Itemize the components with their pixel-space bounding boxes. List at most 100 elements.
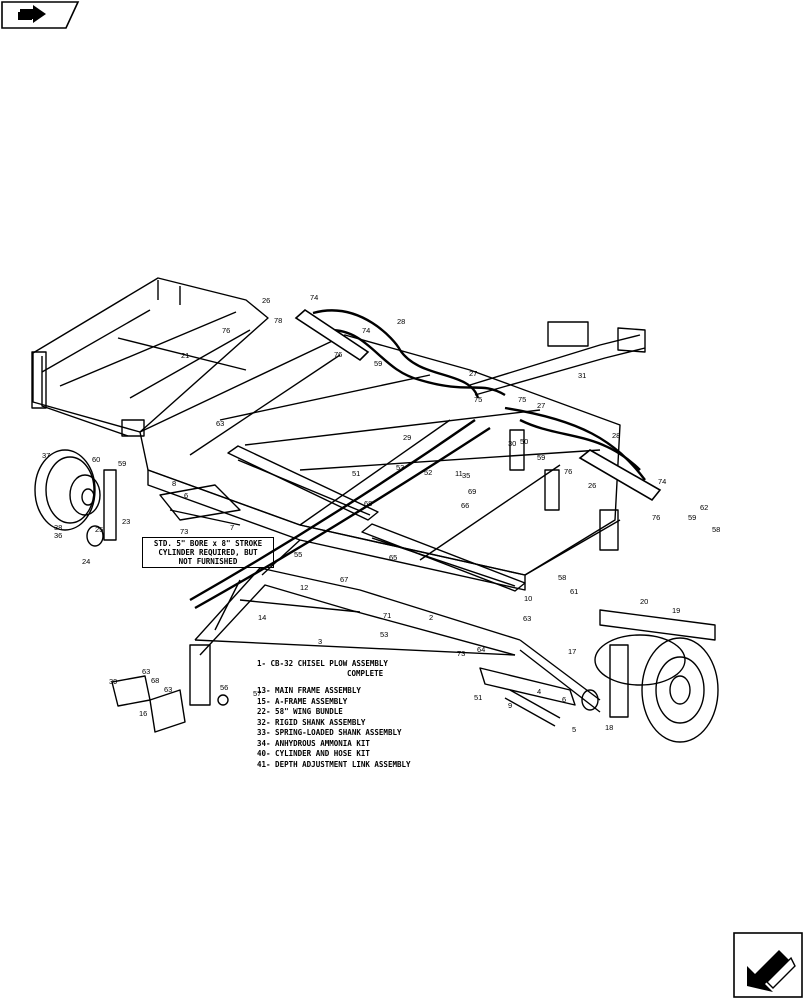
callout-76: 76 xyxy=(222,326,230,335)
callout-18: 18 xyxy=(605,723,613,732)
callout-53: 53 xyxy=(380,630,388,639)
callout-26: 26 xyxy=(262,296,270,305)
callout-35: 35 xyxy=(462,471,470,480)
callout-74: 74 xyxy=(310,293,318,302)
callout-6: 6 xyxy=(184,491,188,500)
legend-item: 22- 58" WING BUNDLE xyxy=(257,707,343,716)
callout-28: 28 xyxy=(397,317,405,326)
callout-27: 27 xyxy=(537,401,545,410)
callout-36: 36 xyxy=(54,531,62,540)
a-frame-hitch xyxy=(189,539,521,706)
callout-63: 63 xyxy=(523,614,531,623)
callout-55: 55 xyxy=(294,550,302,559)
callout-58: 58 xyxy=(712,525,720,534)
callout-59: 59 xyxy=(374,359,382,368)
callout-21: 21 xyxy=(181,351,189,360)
callout-6: 6 xyxy=(562,695,566,704)
callout-58: 58 xyxy=(558,573,566,582)
legend-title-line-1: 1- CB-32 CHISEL PLOW ASSEMBLY xyxy=(257,659,388,668)
callout-75: 75 xyxy=(474,395,482,404)
callout-26: 26 xyxy=(588,481,596,490)
hydraulic-hoses xyxy=(189,309,646,610)
callout-2: 2 xyxy=(429,613,433,622)
callout-66: 66 xyxy=(461,501,469,510)
callout-67: 67 xyxy=(340,575,348,584)
callout-74: 74 xyxy=(658,477,666,486)
legend-item: 32- RIGID SHANK ASSEMBLY xyxy=(257,717,366,727)
note-line-1: STD. 5" BORE x 8" STROKE xyxy=(153,539,263,548)
callout-59: 59 xyxy=(118,459,126,468)
callout-29: 29 xyxy=(403,433,411,442)
hitch-clevis-parts xyxy=(111,675,229,733)
callout-37: 37 xyxy=(42,451,50,460)
left-gauge-wheel xyxy=(34,449,117,547)
callout-19: 19 xyxy=(672,606,680,615)
next-page-button[interactable] xyxy=(733,932,803,998)
callout-61: 61 xyxy=(570,587,578,596)
hydraulic-cylinders xyxy=(294,308,662,502)
arrow-down-left-icon xyxy=(733,932,803,998)
assembly-legend-title: 1- CB-32 CHISEL PLOW ASSEMBLY COMPLETE xyxy=(257,659,467,679)
callout-20: 20 xyxy=(640,597,648,606)
wing-bundle-frame xyxy=(31,277,269,437)
note-line-2: CYLINDER REQUIRED, BUT xyxy=(158,548,258,557)
callout-25: 25 xyxy=(95,525,103,534)
callout-68: 68 xyxy=(151,676,159,685)
callout-52: 52 xyxy=(424,468,432,477)
cylinder-requirement-note: STD. 5" BORE x 8" STROKE CYLINDER REQUIR… xyxy=(142,537,274,568)
callout-69: 69 xyxy=(468,487,476,496)
callout-50: 50 xyxy=(520,437,528,446)
callout-5: 5 xyxy=(572,725,576,734)
callout-75: 75 xyxy=(518,395,526,404)
callout-38: 38 xyxy=(54,523,62,532)
callout-53: 53 xyxy=(396,463,404,472)
previous-page-button[interactable] xyxy=(0,0,80,30)
callout-76: 76 xyxy=(564,467,572,476)
callout-24: 24 xyxy=(82,557,90,566)
callout-10: 10 xyxy=(524,594,532,603)
callout-51: 51 xyxy=(474,693,482,702)
legend-item: 40- CYLINDER AND HOSE KIT xyxy=(257,749,370,758)
callout-76: 76 xyxy=(652,513,660,522)
callout-56: 56 xyxy=(220,683,228,692)
callout-60: 60 xyxy=(92,455,100,464)
callout-16: 16 xyxy=(139,709,147,718)
callout-57: 57 xyxy=(253,689,261,698)
callout-59: 59 xyxy=(688,513,696,522)
callout-78: 78 xyxy=(274,316,282,325)
legend-item: 15- A-FRAME ASSEMBLY xyxy=(257,696,348,706)
callout-31: 31 xyxy=(578,371,586,380)
callout-73: 73 xyxy=(457,649,465,658)
tongue-extension xyxy=(469,321,646,396)
callout-11: 11 xyxy=(455,469,463,478)
legend-item: 34- ANHYDROUS AMMONIA KIT xyxy=(257,738,370,748)
depth-link-left xyxy=(159,484,241,526)
legend-item: 41- DEPTH ADJUSTMENT LINK ASSEMBLY xyxy=(257,759,411,769)
callout-14: 14 xyxy=(258,613,266,622)
callout-39: 39 xyxy=(109,677,117,686)
right-wheel-assembly xyxy=(519,609,719,743)
callout-63: 63 xyxy=(164,685,172,694)
callout-65: 65 xyxy=(389,553,397,562)
callout-28: 28 xyxy=(612,431,620,440)
callout-3: 3 xyxy=(318,637,322,646)
callout-63: 63 xyxy=(216,419,224,428)
callout-23: 23 xyxy=(122,517,130,526)
legend-title-line-2: COMPLETE xyxy=(347,669,384,678)
callout-76: 76 xyxy=(334,350,342,359)
callout-30: 30 xyxy=(508,439,516,448)
assembly-legend-list: 13- MAIN FRAME ASSEMBLY 15- A-FRAME ASSE… xyxy=(257,686,477,770)
callout-17: 17 xyxy=(568,647,576,656)
callout-12: 12 xyxy=(300,583,308,592)
legend-item: 13- MAIN FRAME ASSEMBLY xyxy=(257,686,361,695)
callout-63: 63 xyxy=(142,667,150,676)
callout-64: 64 xyxy=(477,645,485,654)
callout-4: 4 xyxy=(537,687,541,696)
legend-item: 33- SPRING-LOADED SHANK ASSEMBLY xyxy=(257,728,402,737)
callout-68: 68 xyxy=(364,499,372,508)
callout-9: 9 xyxy=(508,701,512,710)
callout-8: 8 xyxy=(172,479,176,488)
callout-7: 7 xyxy=(230,523,234,532)
